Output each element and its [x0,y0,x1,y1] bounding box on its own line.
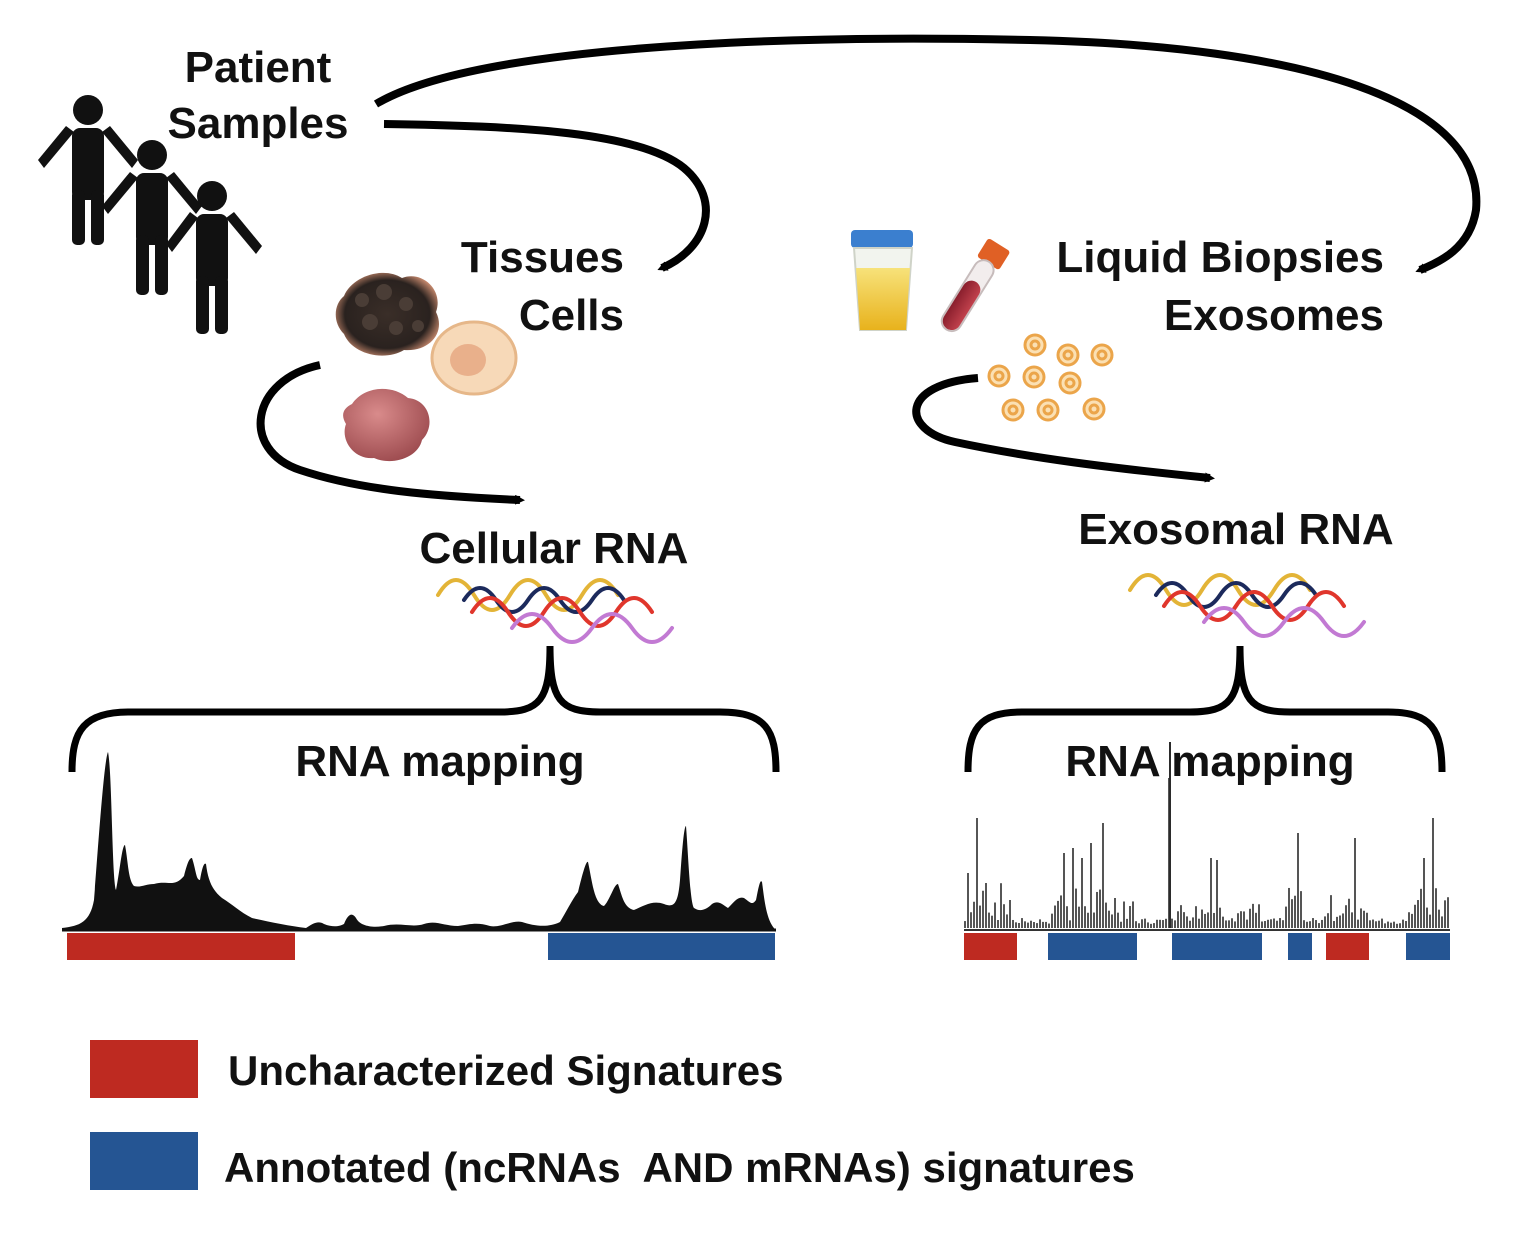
arrow-patient-to-tissues [383,120,710,272]
coverage-profile-left [62,752,776,930]
people-icon [38,95,262,334]
uncharacterized-signature-bar [1326,933,1369,960]
arrow-exosomes-to-exosomal-rna [912,374,1215,483]
annotated-signature-bar [1048,933,1137,960]
brace-right [964,645,1446,773]
annotated-signature-bar [1288,933,1312,960]
rna-strands-icon-right [1128,573,1366,638]
arrow-tissues-to-cellular-rna [256,361,525,505]
tissues-label: Tissues [461,233,624,282]
cellular-rna-label: Cellular RNA [420,524,689,573]
uncharacterized-signature-bar [964,933,1017,960]
uncharacterized-signature-bar [67,933,295,960]
brace-left [68,645,780,773]
tumor-tissue-icon [335,272,440,356]
patient-samples-label-line1: Patient [185,43,332,92]
cells-label: Cells [519,291,624,340]
annotated-signature-bar [1406,933,1450,960]
annotated-signature-bar [1172,933,1262,960]
coverage-profile-right [964,742,1449,928]
exosomes-icon [987,333,1114,422]
legend-swatch-annotated [90,1132,198,1190]
blood-tube-icon [940,238,1010,333]
cell-icon [430,320,518,396]
liquid-biopsies-label: Liquid Biopsies [1056,233,1384,282]
rna-strands-icon-left [436,578,674,644]
rna-mapping-label-left: RNA mapping [295,737,584,786]
legend: Uncharacterized Signatures Annotated (nc… [90,1040,1135,1191]
tissue-icon [343,388,430,462]
legend-label-annotated: Annotated (ncRNAs AND mRNAs) signatures [224,1144,1135,1191]
exosomes-label: Exosomes [1164,291,1384,340]
rna-mapping-label-right: RNA mapping [1065,737,1354,786]
annotated-signature-bar [548,933,775,960]
legend-label-uncharacterized: Uncharacterized Signatures [228,1047,784,1094]
arrow-patient-to-liquid-biopsies [373,34,1481,274]
legend-swatch-uncharacterized [90,1040,198,1098]
exosomal-rna-label: Exosomal RNA [1078,505,1393,554]
patient-samples-label-line2: Samples [168,99,349,148]
urine-cup-icon [851,230,914,331]
